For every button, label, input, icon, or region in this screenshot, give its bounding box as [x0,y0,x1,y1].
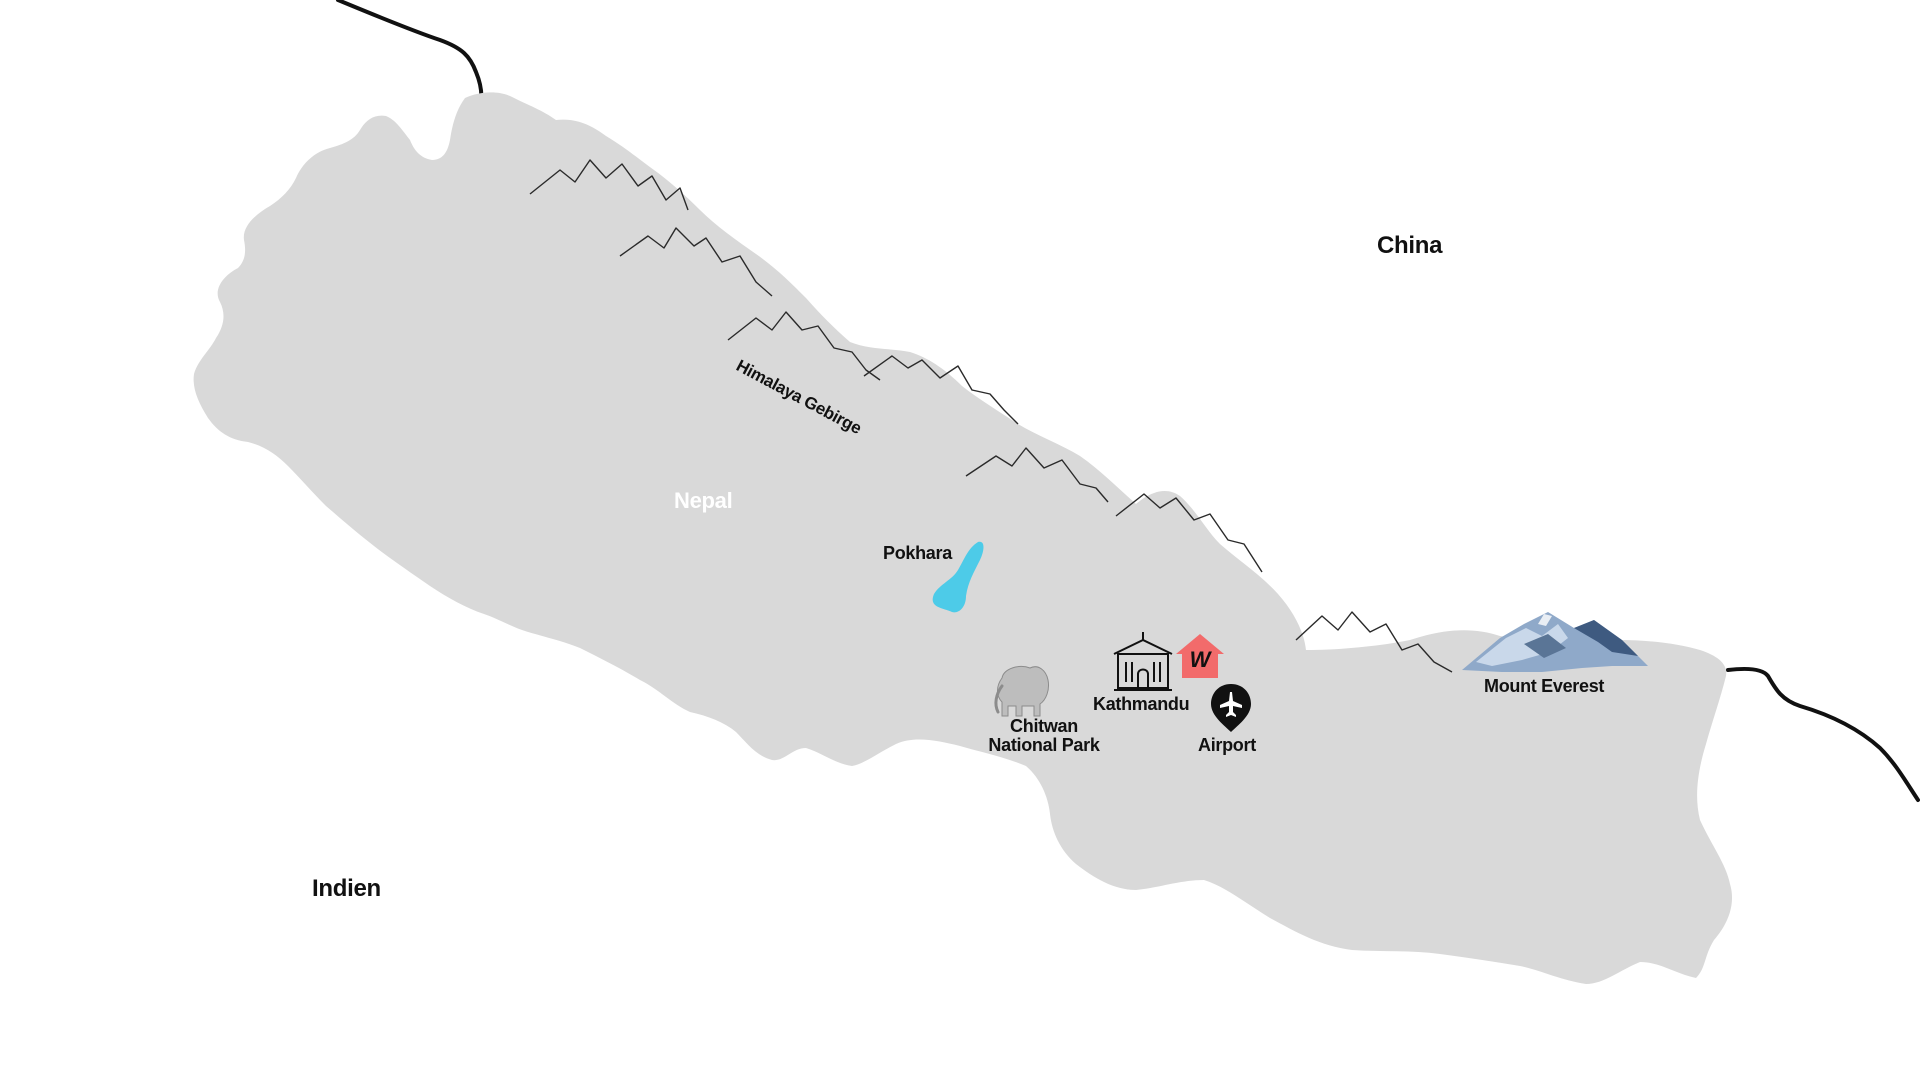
government-building-icon [1113,632,1173,691]
airport-pin-icon [1211,684,1251,732]
place-label-chitwan-line1: Chitwan [1010,716,1078,736]
country-label-india: Indien [312,875,381,902]
elephant-icon [994,665,1049,717]
nepal-landmass [193,92,1733,985]
place-label-airport: Airport [1198,735,1256,755]
place-label-everest: Mount Everest [1484,676,1605,696]
place-label-chitwan-line2: National Park [988,735,1100,755]
border-line-west [336,0,484,104]
snowy-mountain-icon [1462,612,1648,672]
mountain-sketch-icon [965,447,1109,503]
house-logo-icon: W [1176,634,1224,678]
house-logo-letter: W [1190,647,1213,672]
lake-icon [932,541,984,613]
himalaya-mountain-sketches [529,159,1453,673]
mountain-sketch-icon [529,159,689,211]
place-label-pokhara: Pokhara [883,543,952,563]
mountain-sketch-icon [727,311,881,381]
mountain-sketch-icon [1115,493,1263,573]
place-label-chitwan: Chitwan National Park [986,717,1102,755]
mountain-sketch-icon [1295,611,1453,673]
border-line-east [1726,666,1920,802]
country-label-nepal: Nepal [674,488,733,513]
mountain-sketch-icon [619,227,773,297]
country-label-china: China [1377,232,1443,259]
mountain-sketch-icon [863,355,1019,425]
place-label-kathmandu: Kathmandu [1093,694,1190,714]
